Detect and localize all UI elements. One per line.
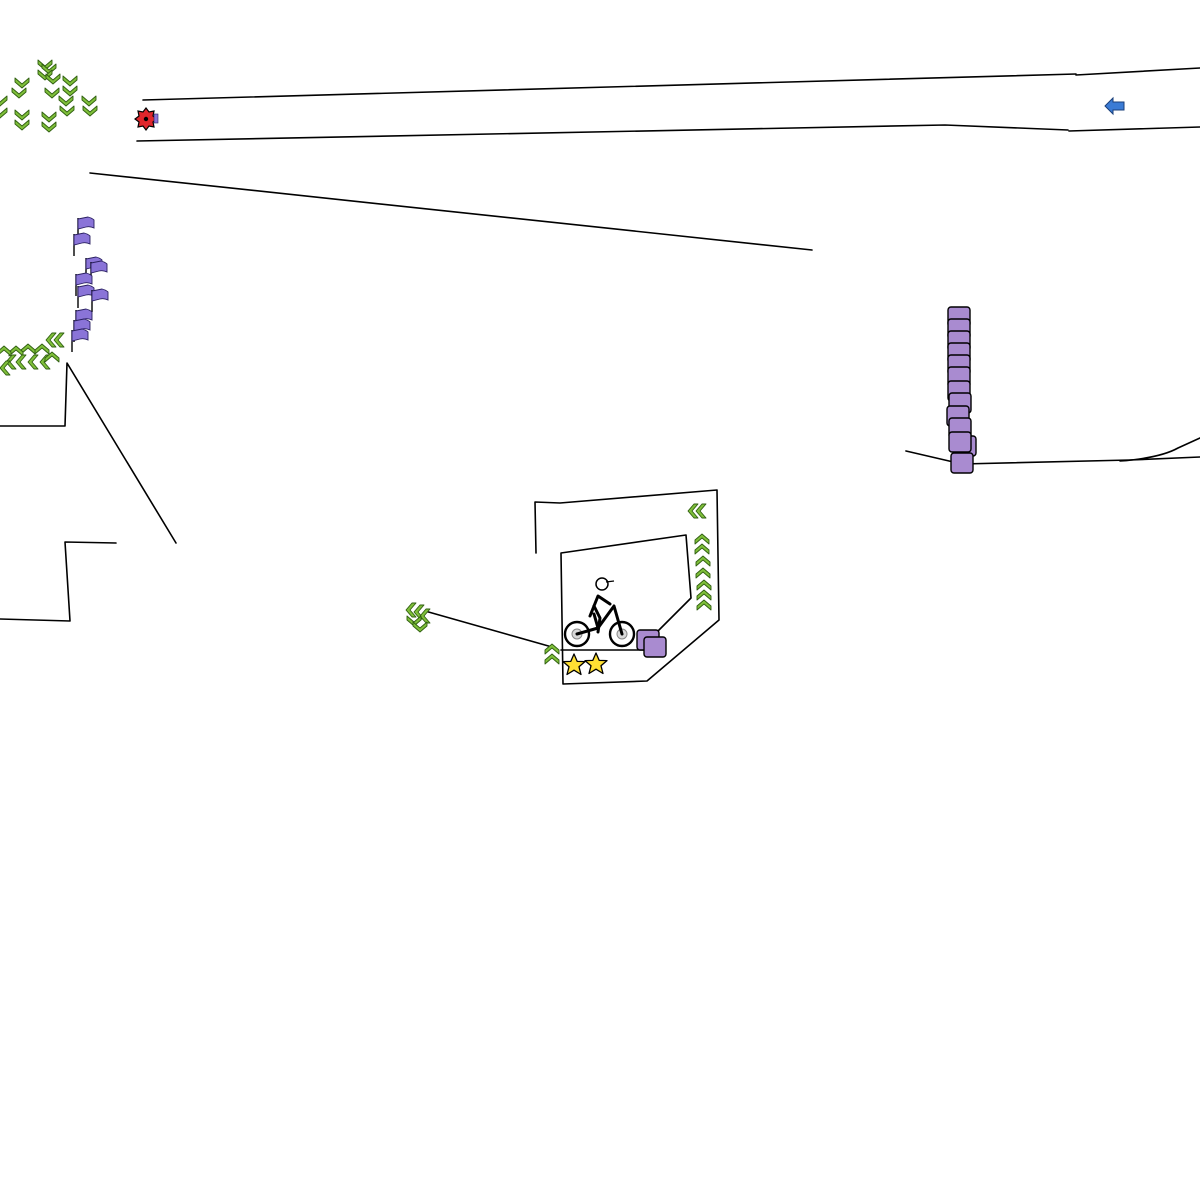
checkpoint-flag-icon bbox=[73, 232, 91, 257]
star-icon bbox=[584, 652, 608, 675]
slow-block-icon bbox=[950, 452, 974, 474]
boost-chevron-icon bbox=[44, 87, 60, 99]
track-line bbox=[534, 489, 720, 685]
bomb-icon bbox=[134, 107, 159, 131]
boost-chevron-icon bbox=[14, 109, 30, 121]
boost-chevron-icon bbox=[405, 602, 417, 618]
slow-block-pair bbox=[636, 629, 667, 658]
rider-head bbox=[595, 577, 609, 591]
track-line bbox=[0, 362, 177, 544]
boost-chevron-icon bbox=[45, 73, 61, 85]
boost-chevron-icon bbox=[694, 543, 710, 555]
boost-chevron-icon bbox=[0, 95, 8, 107]
boost-chevron-icon bbox=[544, 653, 560, 665]
track-lines bbox=[0, 67, 1200, 685]
slow-block-icon bbox=[643, 636, 667, 658]
slow-block-stack bbox=[946, 306, 977, 474]
checkpoint-flag-icon bbox=[90, 260, 108, 285]
boost-chevron-icon bbox=[412, 621, 428, 633]
boost-chevron-icon bbox=[53, 332, 65, 348]
boost-chevron-icon bbox=[59, 105, 75, 117]
boost-chevron-icon bbox=[41, 111, 57, 123]
track-line bbox=[142, 73, 1077, 101]
boost-chevron-icon bbox=[62, 75, 78, 87]
track-line bbox=[0, 541, 117, 622]
boost-chevron-icon bbox=[419, 608, 431, 624]
boost-chevron-icon bbox=[27, 354, 39, 370]
boost-chevron-icon bbox=[0, 107, 8, 119]
boost-chevron-icon bbox=[694, 533, 710, 545]
gravity-arrow-left-icon bbox=[1104, 96, 1125, 116]
boost-chevron-icon bbox=[81, 95, 97, 107]
boost-chevron-icon bbox=[82, 105, 98, 117]
track-line bbox=[1119, 437, 1200, 462]
boost-chevron-icon bbox=[11, 87, 27, 99]
boost-chevron-icon bbox=[695, 567, 711, 579]
boost-chevron-icon bbox=[14, 119, 30, 131]
boost-cluster-left-ledge bbox=[0, 332, 65, 376]
boost-chevron-icon bbox=[696, 599, 712, 611]
boost-chevron-icon bbox=[696, 579, 712, 591]
boost-chevron-icon bbox=[695, 503, 707, 519]
boost-chevron-icon bbox=[34, 343, 50, 355]
track-line bbox=[136, 124, 1069, 142]
track-line bbox=[1068, 126, 1200, 132]
slow-block-icon bbox=[948, 431, 972, 453]
boost-cluster-top-left bbox=[0, 59, 98, 133]
track-line bbox=[905, 450, 1200, 465]
bmx-rider-icon bbox=[563, 577, 636, 648]
goal-stars bbox=[562, 652, 608, 676]
boost-chevron-icon bbox=[0, 360, 11, 376]
boost-chevron-icon bbox=[44, 351, 60, 363]
star-icon bbox=[562, 653, 586, 676]
track-line bbox=[424, 610, 553, 648]
track-line bbox=[1075, 67, 1200, 76]
boost-chevron-icon bbox=[62, 85, 78, 97]
boost-chevron-icon bbox=[58, 95, 74, 107]
boost-chevron-icon bbox=[695, 555, 711, 567]
boost-chevron-icon bbox=[696, 589, 712, 601]
boost-chevron-icon bbox=[14, 77, 30, 89]
boost-chevron-icon bbox=[0, 345, 12, 357]
checkpoint-flag-icon bbox=[91, 288, 109, 313]
checkpoint-flag-icon bbox=[71, 328, 89, 353]
checkpoint-flags bbox=[71, 216, 109, 353]
boost-chevron-icon bbox=[41, 121, 57, 133]
track-line bbox=[89, 172, 813, 251]
boost-chevron-icon bbox=[15, 354, 27, 370]
